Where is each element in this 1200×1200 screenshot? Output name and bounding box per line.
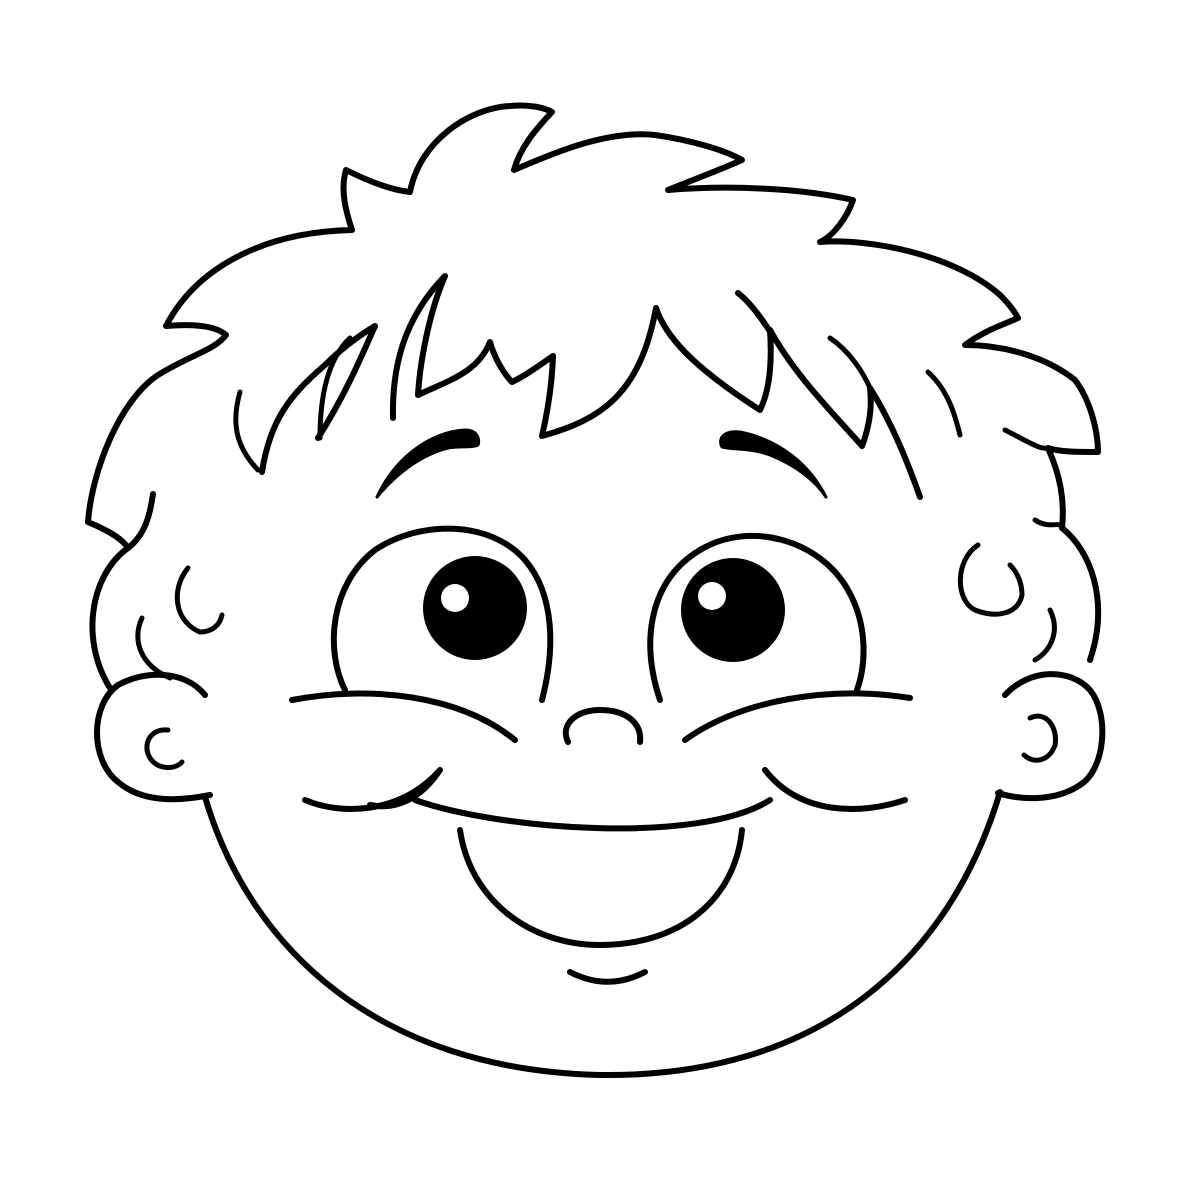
left-ear-inner <box>144 727 185 770</box>
right-sideburn-curl <box>1059 525 1102 663</box>
ears <box>94 671 1106 803</box>
left-cheek-line <box>289 690 518 743</box>
right-ear <box>995 671 1106 802</box>
eyebrows <box>375 428 828 499</box>
right-eyebrow <box>719 430 828 499</box>
right-hair-tuft-b <box>1032 517 1065 531</box>
left-hair-tuft-b <box>174 565 225 635</box>
lower-lip-line <box>567 969 648 985</box>
smile-line <box>302 767 908 832</box>
bang-7 <box>1002 427 1051 451</box>
bang-4 <box>925 369 963 438</box>
left-eye-outline <box>330 525 554 703</box>
left-pupil <box>423 556 527 660</box>
left-sideburn-curl <box>89 545 131 691</box>
right-eye-highlight <box>698 582 726 610</box>
right-hair-tuft-c <box>1032 607 1057 663</box>
right-hair-tuft-a <box>957 542 1025 617</box>
left-hair-tuft-a <box>125 491 156 551</box>
left-eyebrow <box>375 428 481 499</box>
cheeks <box>289 690 913 743</box>
right-cheek-line <box>682 690 913 743</box>
bang-2 <box>735 290 776 339</box>
mouth <box>302 767 908 985</box>
face-outline <box>202 789 1003 1079</box>
hair-outline <box>85 102 1101 551</box>
bang-1 <box>389 273 923 500</box>
mouth-opening <box>457 827 745 948</box>
left-ear <box>94 671 213 803</box>
nose <box>562 707 644 745</box>
hair <box>85 102 1102 691</box>
hair-fringe <box>259 323 378 475</box>
eyes <box>330 525 867 703</box>
right-eye-outline <box>647 533 867 703</box>
bang-5 <box>233 389 261 473</box>
left-eye-highlight <box>441 584 469 612</box>
right-ear-inner <box>1021 713 1059 763</box>
bang-3 <box>827 335 873 391</box>
right-pupil <box>681 558 785 662</box>
bang-6 <box>317 335 353 441</box>
